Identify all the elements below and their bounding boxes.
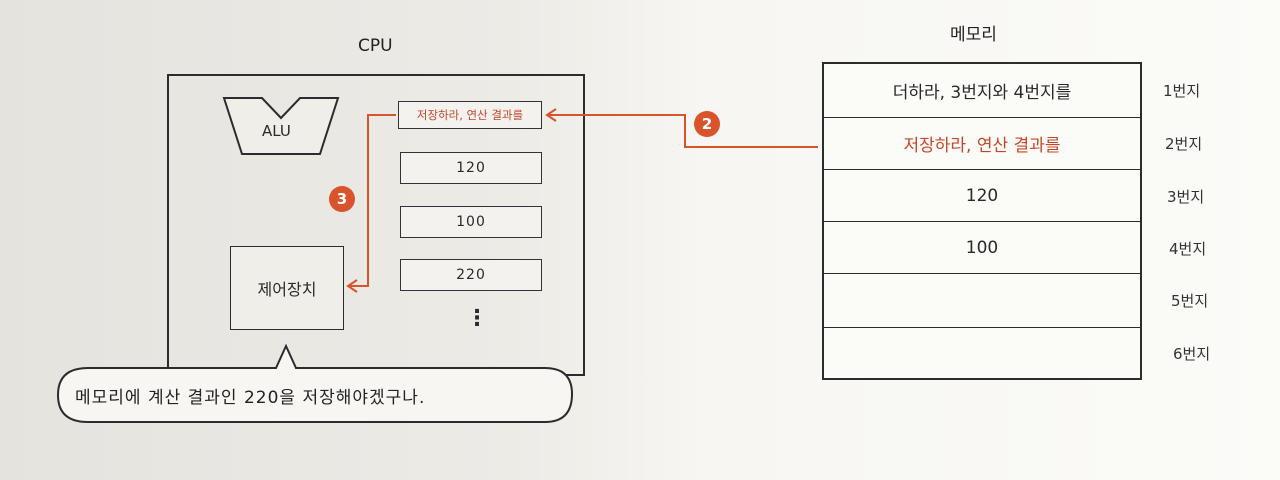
memory-cell-content: 100: [965, 237, 999, 258]
alu-shape: [222, 97, 340, 155]
memory-address: 2번지: [1165, 135, 1203, 153]
memory-cell: 120: [824, 170, 1140, 222]
memory-cell: 100: [824, 222, 1140, 274]
arrow-step-2: [549, 114, 818, 148]
memory-cell: 더하라, 3번지와 4번지를: [824, 64, 1140, 118]
memory-cell-content: 저장하라, 연산 결과를: [903, 136, 1061, 156]
register-ellipsis: ⋮: [466, 306, 488, 331]
arrow-step-2-head: [545, 108, 557, 122]
memory-box: 더하라, 3번지와 4번지를 저장하라, 연산 결과를 120 100: [822, 62, 1142, 380]
step-badge-2: 2: [694, 111, 720, 137]
speech-bubble-text: 메모리에 계산 결과인 220을 저장해야겠구나.: [75, 388, 426, 408]
memory-address: 5번지: [1171, 292, 1209, 310]
memory-address: 1번지: [1163, 82, 1201, 100]
speech-bubble-outline: [56, 343, 574, 423]
register-1: 저장하라, 연산 결과를: [398, 101, 542, 129]
register-4: 220: [400, 259, 542, 291]
memory-address: 3번지: [1167, 188, 1205, 206]
cpu-title: CPU: [358, 36, 393, 56]
memory-cell-content: 더하라, 3번지와 4번지를: [892, 83, 1072, 103]
memory-cell: [824, 274, 1140, 328]
register-2: 120: [400, 152, 542, 184]
memory-cell: 저장하라, 연산 결과를: [824, 118, 1140, 170]
step-badge-3: 3: [329, 186, 355, 212]
control-unit: 제어장치: [230, 246, 344, 330]
arrow-step-3-head: [346, 279, 358, 293]
memory-address: 6번지: [1173, 345, 1211, 363]
memory-cell-content: 120: [965, 185, 999, 206]
alu-label: ALU: [262, 122, 291, 140]
register-3: 100: [400, 206, 542, 238]
memory-title: 메모리: [950, 25, 997, 45]
arrow-step-3: [350, 114, 396, 287]
memory-address: 4번지: [1169, 240, 1207, 258]
